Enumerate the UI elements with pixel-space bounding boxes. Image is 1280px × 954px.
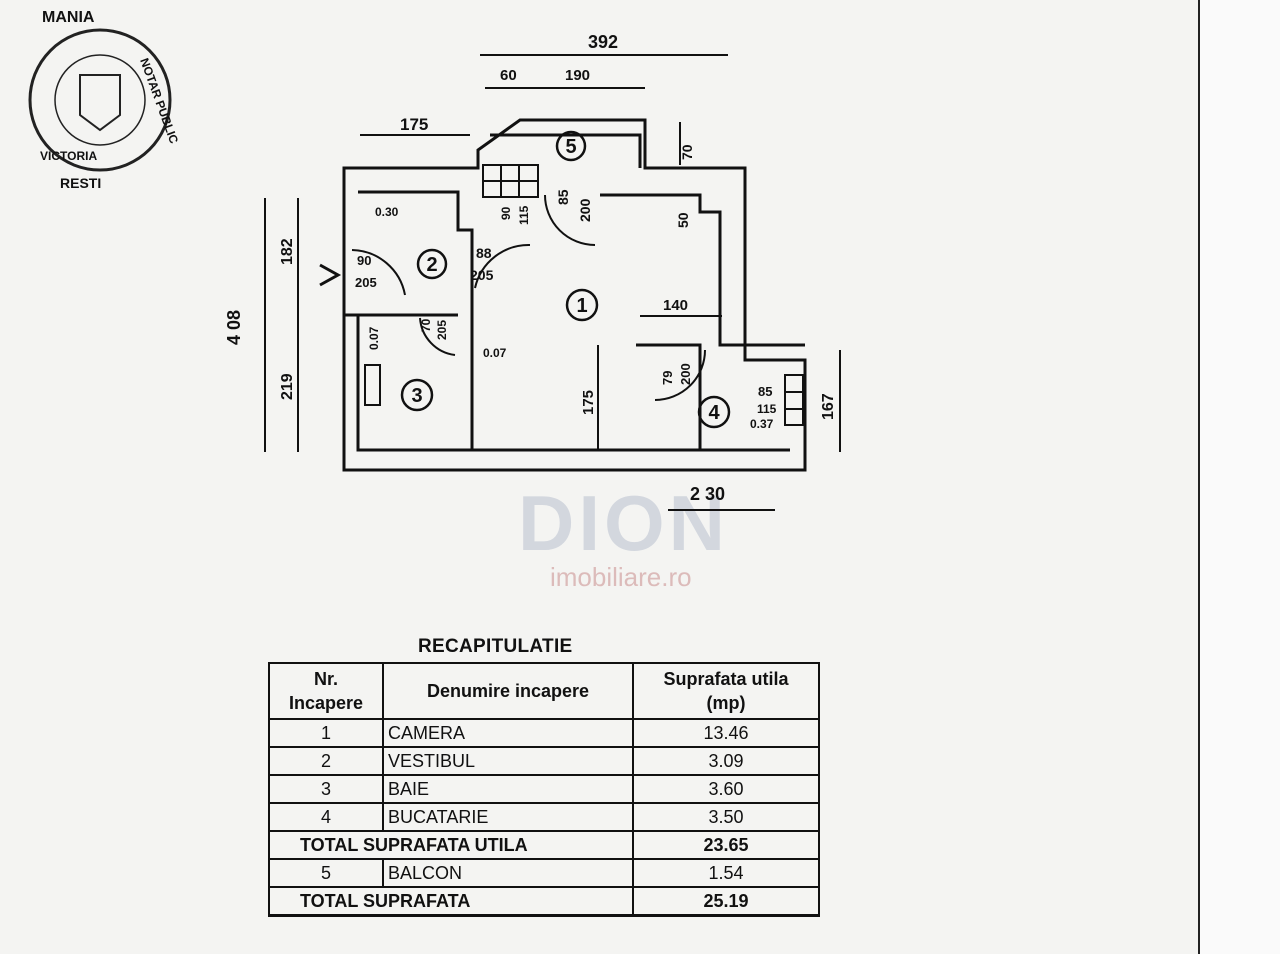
row-nr: 3 (268, 774, 384, 804)
dim-door-kitchen-h: 200 (678, 363, 693, 385)
watermark-brand: DION (518, 479, 729, 567)
total-util-value: 23.65 (632, 830, 820, 860)
bath-fixture (364, 364, 381, 406)
room-label-2: 2 (426, 254, 437, 276)
dim-win-kitchen: 85 (758, 384, 772, 399)
dim-win-small-h: 115 (517, 205, 531, 225)
dimension-labels: 392 60 190 175 70 4 08 182 219 167 2 30 … (224, 32, 837, 504)
header-name: Denumire incapere (382, 662, 634, 720)
dim-wall-c: 0.07 (483, 346, 507, 360)
entry-arrow-icon (319, 263, 342, 287)
total-util-label: TOTAL SUPRAFATA UTILA (268, 830, 634, 860)
dim-left-lower: 219 (279, 373, 296, 400)
row-name: BUCATARIE (382, 802, 634, 832)
stamp-text-city: RESTI (60, 175, 101, 191)
table-row: 2 VESTIBUL 3.09 (268, 746, 820, 776)
recap-table: Nr. Incapere Denumire incapere Suprafata… (268, 662, 820, 917)
dim-top-a: 60 (500, 67, 517, 84)
dim-wall-b: 0.07 (367, 326, 381, 350)
row-area: 3.09 (632, 746, 820, 776)
row-name: VESTIBUL (382, 746, 634, 776)
dim-left-total: 4 08 (224, 310, 244, 345)
dim-door-vest-h: 205 (470, 267, 494, 283)
room-label-4: 4 (708, 402, 720, 424)
balcon-row: 5 BALCON 1.54 (268, 858, 820, 888)
row-area: 13.46 (632, 718, 820, 748)
room-label-3: 3 (411, 385, 422, 407)
recap-title: RECAPITULATIE (418, 636, 573, 657)
page-edge-line (1198, 0, 1200, 954)
row-nr: 1 (268, 718, 384, 748)
balcon-area: 1.54 (632, 858, 820, 888)
table-row: 1 CAMERA 13.46 (268, 718, 820, 748)
header-nr: Nr. Incapere (268, 662, 384, 720)
stamp-text-top: MANIA (42, 9, 95, 26)
balcon-nr: 5 (268, 858, 384, 888)
page-margin (1200, 0, 1280, 954)
stair-block (482, 164, 539, 198)
dim-door-balcon-h: 200 (577, 198, 593, 222)
room-label-1: 1 (576, 295, 587, 317)
row-area: 3.60 (632, 774, 820, 804)
row-nr: 4 (268, 802, 384, 832)
table-row: 3 BAIE 3.60 (268, 774, 820, 804)
dim-wall-d: 0.37 (750, 417, 774, 431)
coat-of-arms-icon (79, 74, 121, 132)
dim-win-kitchen-h: 115 (757, 402, 777, 416)
room-labels: 1 2 3 4 5 (400, 130, 731, 429)
row-area: 3.50 (632, 802, 820, 832)
dim-inner-175: 175 (580, 390, 597, 415)
dim-top-total: 392 (588, 32, 618, 52)
total-row: TOTAL SUPRAFATA 25.19 (268, 886, 820, 917)
dim-door-balcon: 85 (555, 189, 571, 205)
dim-left-offset: 175 (400, 115, 428, 134)
dim-door-entry: 90 (357, 253, 371, 268)
dimension-lines (264, 54, 841, 511)
stamp-text-bottom: VICTORIA (40, 149, 97, 163)
dim-left-upper: 182 (279, 238, 296, 265)
walls (342, 118, 807, 472)
watermark-site: imobiliare.ro (550, 562, 692, 592)
total-label: TOTAL SUPRAFATA (268, 886, 634, 917)
dim-door-entry-h: 205 (355, 275, 377, 290)
row-name: CAMERA (382, 718, 634, 748)
floor-plan: MANIA NOTAR PUBLIC VICTORIA RESTI (28, 9, 841, 511)
header-area: Suprafata utila (mp) (632, 662, 820, 720)
dim-door-baie: 70 (419, 318, 433, 332)
door-swings (351, 194, 706, 401)
dim-wall-a: 0.30 (375, 205, 399, 219)
dim-top-b: 190 (565, 67, 590, 84)
dim-inner-140: 140 (663, 297, 688, 314)
recap-header-row: Nr. Incapere Denumire incapere Suprafata… (268, 662, 820, 720)
total-util-row: TOTAL SUPRAFATA UTILA 23.65 (268, 830, 820, 860)
dim-bottom: 2 30 (690, 484, 725, 504)
row-nr: 2 (268, 746, 384, 776)
balcon-name: BALCON (382, 858, 634, 888)
total-value: 25.19 (632, 886, 820, 917)
notary-stamp: MANIA NOTAR PUBLIC VICTORIA RESTI (28, 9, 181, 191)
kitchen-window (784, 374, 804, 426)
dim-door-vest: 88 (476, 245, 492, 261)
dim-door-kitchen: 79 (660, 371, 675, 385)
dim-balcony-depth: 70 (679, 144, 695, 160)
room-label-5: 5 (565, 136, 576, 158)
row-name: BAIE (382, 774, 634, 804)
dim-right-wall: 167 (820, 393, 837, 420)
table-row: 4 BUCATARIE 3.50 (268, 802, 820, 832)
dim-door-baie-h: 205 (435, 320, 449, 340)
stamp-text-right: NOTAR PUBLIC (137, 56, 181, 145)
dim-inner-50: 50 (675, 212, 691, 228)
dim-win-small: 90 (499, 206, 513, 220)
